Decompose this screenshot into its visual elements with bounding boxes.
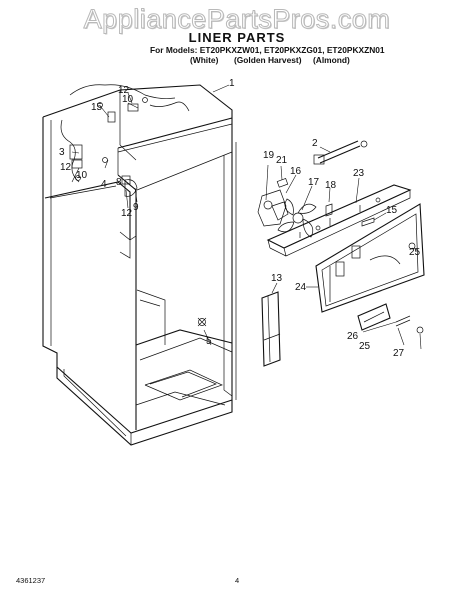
label-part-23: 23: [353, 168, 365, 179]
label-part-12a: 12: [118, 85, 130, 96]
part-23-channel: [266, 177, 412, 257]
upper-hardware: [60, 84, 230, 346]
label-part-2: 2: [312, 138, 318, 149]
watermark: AppliancePartsPros.com: [83, 4, 391, 35]
models-line: For Models: ET20PKXZW01, ET20PKXZG01, ET…: [150, 45, 385, 55]
variant-golden-harvest: (Golden Harvest): [234, 55, 302, 65]
part-13-trough: [261, 282, 281, 367]
fan-assembly: [257, 164, 333, 238]
label-part-24: 24: [295, 282, 307, 293]
label-part-27: 27: [393, 348, 405, 359]
label-part-4: 4: [101, 179, 107, 190]
part-24-cover: [306, 203, 425, 313]
label-part-19: 19: [263, 150, 275, 161]
label-part-26: 26: [347, 331, 359, 342]
label-part-25b: 25: [359, 341, 371, 352]
diagram-title: LINER PARTS: [188, 30, 286, 45]
label-part-16: 16: [290, 166, 302, 177]
lower-cover-parts: [357, 242, 424, 350]
label-part-25a: 25: [409, 247, 421, 258]
label-part-10b: 10: [76, 170, 88, 181]
label-part-5: 5: [206, 336, 212, 347]
label-part-1: 1: [229, 78, 235, 89]
document-number: 4361237: [16, 576, 46, 585]
label-part-13: 13: [271, 273, 283, 284]
variant-almond: (Almond): [313, 55, 350, 65]
label-part-9: 9: [133, 202, 139, 213]
variant-white: (White): [190, 55, 219, 65]
label-part-17: 17: [308, 177, 320, 188]
label-part-15b: 15: [386, 205, 398, 216]
label-part-8: 8: [116, 177, 122, 188]
label-part-10a: 10: [122, 94, 134, 105]
part-15-screw: [361, 212, 387, 227]
label-part-18: 18: [325, 180, 337, 191]
label-part-12b: 12: [60, 162, 72, 173]
label-part-12c: 12: [121, 208, 133, 219]
label-part-3: 3: [59, 147, 65, 158]
liner-box: [42, 84, 237, 446]
label-part-15a: 15: [91, 102, 103, 113]
part-2-tube: [313, 140, 368, 165]
part-number-labels: 1 2 3 4 5 8 9 10 10 12 12 12 13 15 15 16…: [59, 78, 421, 359]
page-number: 4: [235, 576, 240, 585]
label-part-21: 21: [276, 155, 288, 166]
